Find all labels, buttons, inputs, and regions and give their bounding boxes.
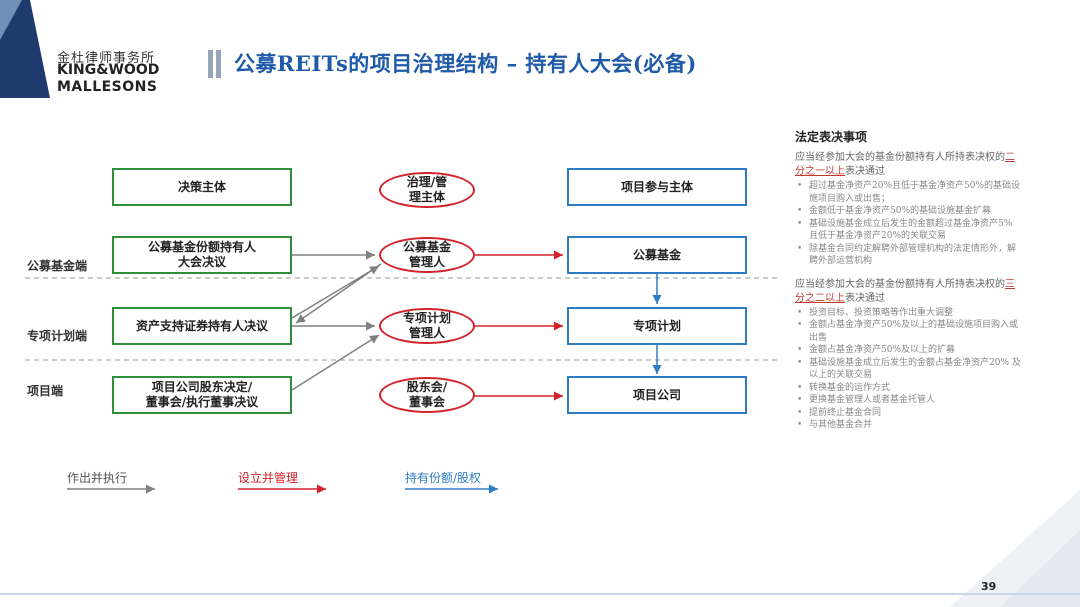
decision-label-project: 项目公司股东决定/ 董事会/执行董事决议 — [145, 380, 259, 409]
side-label-plan: 专项计划端 — [27, 329, 88, 343]
majority-threshold: 二分之一以上 — [795, 152, 1015, 177]
header-decision-box: 决策主体 — [112, 168, 292, 206]
grey-arrow — [291, 334, 380, 391]
participant-box-fund: 公募基金 — [567, 236, 747, 274]
list-item: 与其他基金合并 — [795, 419, 1023, 432]
list-item: 超过基金净资产20%且低于基金净资产50%的基础设施项目购入或出售； — [795, 180, 1023, 205]
legend-label-execute: 作出并执行 — [67, 471, 128, 485]
list-item: 金额占基金净资产50%及以上的基础设施项目购入或出售 — [795, 319, 1023, 344]
decision-box-plan: 资产支持证券持有人决议 — [112, 307, 292, 345]
list-item: 转换基金的运作方式 — [795, 382, 1023, 395]
governance-diagram — [25, 250, 780, 494]
list-item: 基础设施基金成立后发生的金额超过基金净资产5% 且低于基金净资产20%的关联交易 — [795, 218, 1023, 243]
statutory-matters-heading: 法定表决事项 — [795, 130, 868, 144]
page-title: 公募REITs的项目治理结构 – 持有人大会(必备) — [234, 51, 697, 76]
majority-items-list: 超过基金净资产20%且低于基金净资产50%的基础设施项目购入或出售； 金额低于基… — [795, 180, 1023, 268]
side-label-fund: 公募基金端 — [27, 259, 88, 273]
header-participant-box: 项目参与主体 — [567, 168, 747, 206]
participant-box-project: 项目公司 — [567, 376, 747, 414]
list-item: 提前终止基金合同 — [795, 407, 1023, 420]
participant-box-plan: 专项计划 — [567, 307, 747, 345]
logo-corner-shape — [0, 0, 50, 98]
decision-box-project: 项目公司股东决定/ 董事会/执行董事决议 — [112, 376, 292, 414]
participant-label-fund: 公募基金 — [632, 247, 681, 262]
logo-chinese-name: 金杜律师事务所 — [57, 51, 156, 66]
list-item: 基础设施基金成立后发生的金额占基金净资产20% 及以上的关联交易 — [795, 357, 1023, 382]
header-governance-oval: 治理/管 理主体 — [379, 172, 475, 208]
majority-intro: 应当经参加大会的基金份额持有人所持表决权的二分之一以上表决通过 — [795, 152, 1015, 177]
list-item: 投资目标、投资策略等作出重大调整 — [795, 307, 1023, 320]
header-participant-label: 项目参与主体 — [620, 179, 693, 194]
list-item: 金额低于基金净资产50%的基础设施基金扩募 — [795, 205, 1023, 218]
decision-label-plan: 资产支持证券持有人决议 — [135, 318, 268, 333]
decision-label-fund: 公募基金份额持有人 大会决议 — [147, 240, 256, 269]
list-item: 金额占基金净资产50%及以上的扩募 — [795, 344, 1023, 357]
participant-label-project: 项目公司 — [632, 387, 681, 402]
page-number: 39 — [981, 580, 997, 593]
header-governance-label: 治理/管 理主体 — [406, 175, 448, 204]
footer-line — [0, 593, 1080, 595]
supermajority-items-list: 投资目标、投资策略等作出重大调整 金额占基金净资产50%及以上的基础设施项目购入… — [795, 307, 1023, 432]
statutory-matters-panel: 法定表决事项 应当经参加大会的基金份额持有人所持表决权的二分之一以上表决通过 超… — [795, 128, 1023, 432]
list-item: 除基金合同约定解聘外部管理机构的法定情形外，解聘外部运营机构 — [795, 243, 1023, 268]
governance-oval-project: 股东会/ 董事会 — [379, 377, 475, 413]
governance-label-fund: 公募基金 管理人 — [402, 240, 451, 269]
legend-label-establish: 设立并管理 — [238, 471, 299, 485]
legend-label-hold: 持有份额/股权 — [405, 471, 482, 485]
governance-label-plan: 专项计划 管理人 — [402, 311, 451, 340]
side-label-project: 项目端 — [27, 384, 64, 398]
logo-english-line2: MALLESONS — [57, 79, 158, 95]
governance-oval-fund: 公募基金 管理人 — [379, 237, 475, 273]
logo-english-line1: KING&WOOD — [57, 62, 160, 78]
decorative-corner-shape — [950, 490, 1080, 607]
participant-label-plan: 专项计划 — [632, 318, 681, 333]
supermajority-intro: 应当经参加大会的基金份额持有人所持表决权的三分之二以上表决通过 — [795, 278, 1015, 304]
header-decision-label: 决策主体 — [177, 179, 226, 194]
governance-label-project: 股东会/ 董事会 — [406, 380, 448, 409]
supermajority-threshold: 三分之二以上 — [795, 278, 1015, 304]
title-bars-icon — [208, 50, 221, 78]
list-item: 更换基金管理人或者基金托管人 — [795, 394, 1023, 407]
governance-oval-plan: 专项计划 管理人 — [379, 308, 475, 344]
decision-box-fund: 公募基金份额持有人 大会决议 — [112, 236, 292, 274]
grey-arrow — [291, 265, 380, 319]
